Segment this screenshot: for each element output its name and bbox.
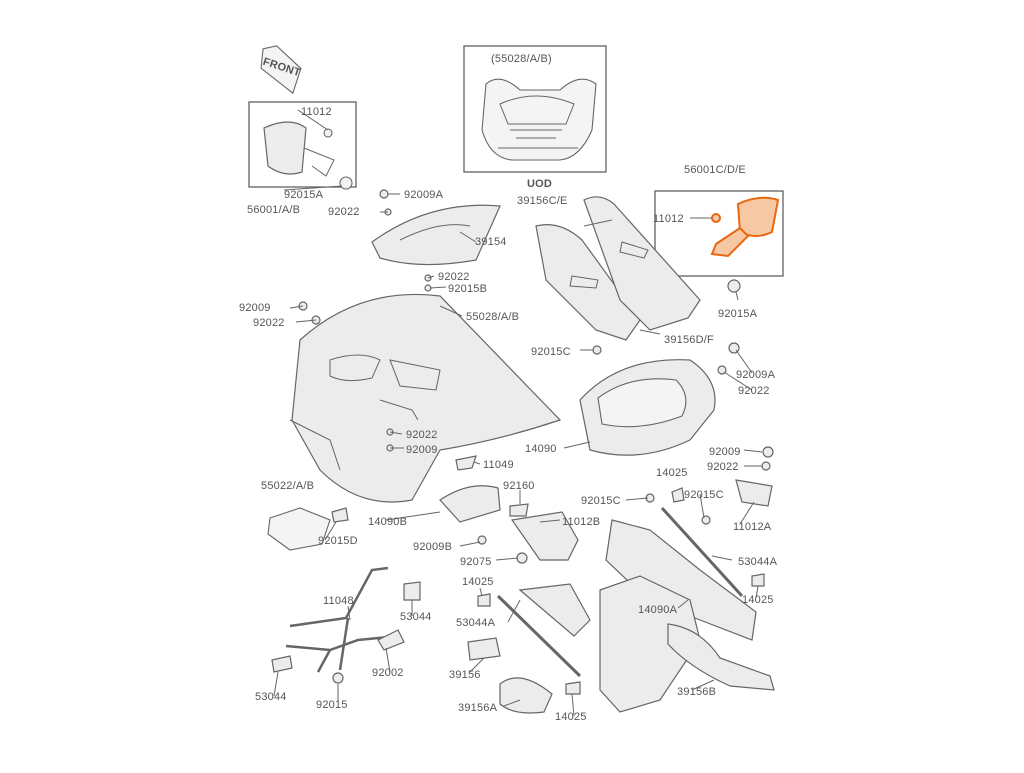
- panel-39156df: [583, 196, 701, 331]
- part-label: 14025: [555, 711, 587, 723]
- left-mirror-group: [248, 101, 357, 190]
- part-label: 56001C/D/E: [684, 164, 746, 176]
- part-label: 14090: [525, 443, 557, 455]
- part-label: 39156A: [458, 702, 498, 714]
- part-label: 56001/A/B: [247, 204, 300, 216]
- inset-title: (55028/A/B): [491, 53, 552, 65]
- fairing-stay-11048: [271, 566, 421, 684]
- part-label: 92022: [328, 206, 360, 218]
- panel-39156b: [667, 623, 775, 691]
- bracket-55022: [267, 507, 331, 551]
- part-label: 92022: [253, 317, 285, 329]
- part-label: 92009: [709, 446, 741, 458]
- part-label: 92015A: [284, 189, 324, 201]
- part-label: 92160: [503, 480, 535, 492]
- inset-box: (55028/A/B): [463, 45, 607, 173]
- pad-39156: [467, 637, 501, 661]
- part-label: 92015C: [531, 346, 571, 358]
- lower-cowl-14090a: [599, 506, 775, 713]
- part-label: 11048: [323, 595, 354, 607]
- part-label: 53044: [255, 691, 287, 703]
- part-label: 11012: [301, 106, 332, 118]
- part-label: 53044A: [738, 556, 778, 568]
- cover-11012a: [735, 479, 773, 507]
- part-label: 55022/A/B: [261, 480, 314, 492]
- part-label: 39156B: [677, 686, 716, 698]
- upper-fairing-55028: [289, 293, 562, 503]
- part-label: 39156C/E: [517, 195, 568, 207]
- part-label: 92015: [316, 699, 348, 711]
- part-label: 14090A: [638, 604, 678, 616]
- part-label: 53044: [400, 611, 432, 623]
- part-label: 14025: [742, 594, 774, 606]
- mirror-highlight: [736, 196, 780, 237]
- part-label: 92015B: [448, 283, 487, 295]
- part-label: 92022: [406, 429, 438, 441]
- part-label: 92009A: [736, 369, 776, 381]
- part-label: 11012A: [733, 521, 772, 533]
- part-label: 92015C: [581, 495, 621, 507]
- part-label: 92009A: [404, 189, 444, 201]
- part-label: 14025: [656, 467, 688, 479]
- inner-cover-14090: [579, 359, 716, 456]
- duct-11012b: [510, 511, 579, 561]
- part-label: 92009: [406, 444, 438, 456]
- part-label: 55028/A/B: [466, 311, 519, 323]
- part-label: 92015D: [318, 535, 358, 547]
- part-label: 92015C: [684, 489, 724, 501]
- windshield-39154: [371, 204, 501, 266]
- part-label: 11012: [653, 213, 684, 225]
- part-label: 53044A: [456, 617, 496, 629]
- part-label: 11012B: [562, 516, 600, 528]
- inner-panel-14090a-left: [518, 583, 591, 637]
- pad-39156a: [499, 677, 553, 714]
- part-label: 11049: [483, 459, 514, 471]
- part-label: 14025: [462, 576, 494, 588]
- part-labels: 11012 92015A 56001/A/B 92009A 92022 3915…: [239, 106, 778, 723]
- part-label: 39156D/F: [664, 334, 714, 346]
- part-label: 92009B: [413, 541, 452, 553]
- part-label: 39154: [475, 236, 507, 248]
- part-label: 92015A: [718, 308, 758, 320]
- part-label: 92022: [738, 385, 770, 397]
- part-label: 92002: [372, 667, 404, 679]
- front-direction-marker: FRONT: [260, 45, 302, 95]
- part-label: 92022: [438, 271, 470, 283]
- rear-reference: UOD: [527, 178, 552, 190]
- right-mirror-group: [654, 190, 784, 293]
- part-label: 92009: [239, 302, 271, 314]
- leader-lines: [273, 109, 763, 717]
- strip-53044a-left: [496, 594, 582, 678]
- part-label: 92022: [707, 461, 739, 473]
- part-label: 39156: [449, 669, 481, 681]
- bracket-14090b: [439, 485, 501, 523]
- part-label: 14090B: [368, 516, 407, 528]
- part-label: 92075: [460, 556, 492, 568]
- panel-39156ce: [535, 224, 641, 341]
